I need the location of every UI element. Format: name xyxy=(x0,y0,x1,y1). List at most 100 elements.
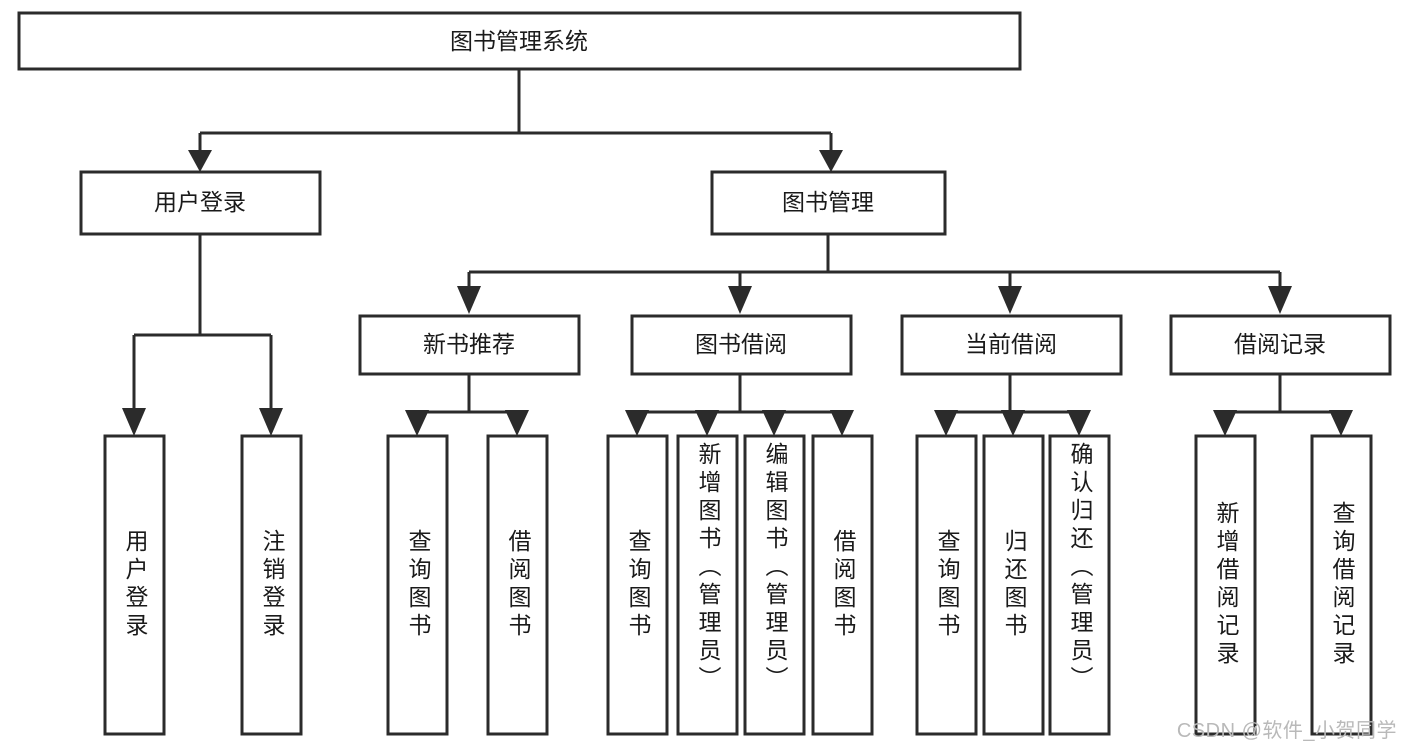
node-borrow-record-box[interactable] xyxy=(1169,314,1392,376)
node-leaf-query-book-2[interactable]: 查询图书 xyxy=(606,434,669,736)
node-new-book-rec-label: 新书推荐 xyxy=(423,331,515,357)
arrow-head-leaf-borrow-book-2 xyxy=(830,410,854,436)
node-leaf-add-book-box[interactable] xyxy=(676,434,739,736)
node-leaf-query-book-2-box[interactable] xyxy=(606,434,669,736)
node-leaf-borrow-book-2-label: 借阅图书 xyxy=(830,529,856,641)
node-root-label: 图书管理系统 xyxy=(450,28,588,54)
node-leaf-borrow-book-2-box[interactable] xyxy=(811,434,874,736)
node-user-login-label: 用户登录 xyxy=(154,189,246,215)
node-leaf-user-login-label: 用户登录 xyxy=(122,529,148,641)
node-leaf-return-book-box[interactable] xyxy=(982,434,1045,736)
connector-userlogin-bus xyxy=(132,235,273,410)
connector-root-bus xyxy=(198,70,833,155)
node-leaf-query-book-3[interactable]: 查询图书 xyxy=(915,434,978,736)
arrow-head-leaf-query-record xyxy=(1329,410,1353,436)
arrow-head-current-borrow xyxy=(998,286,1022,314)
node-leaf-logout-box[interactable] xyxy=(240,434,303,736)
node-book-manage[interactable]: 图书管理 xyxy=(710,170,947,236)
node-leaf-query-record-label: 查询借阅记录 xyxy=(1329,501,1355,669)
connector-group xyxy=(122,70,1353,436)
connector-borrowrecord-bus xyxy=(1223,374,1343,422)
node-leaf-query-record-box[interactable] xyxy=(1310,434,1373,736)
arrow-head-leaf-add-record xyxy=(1213,410,1237,436)
node-root-box[interactable] xyxy=(17,11,1022,71)
node-book-manage-label: 图书管理 xyxy=(782,189,874,215)
node-leaf-query-book-1-label: 查询图书 xyxy=(405,529,431,641)
connector-bookborrow-bus xyxy=(635,374,844,422)
node-leaf-query-record[interactable]: 查询借阅记录 xyxy=(1310,434,1373,736)
arrow-head-leaf-add-book xyxy=(695,410,719,436)
node-leaf-edit-book-text-wrap: 编辑图书（管理员） xyxy=(762,442,788,694)
node-leaf-return-book-label: 归还图书 xyxy=(1001,529,1027,641)
node-leaf-query-book-1-box[interactable] xyxy=(386,434,449,736)
node-leaf-confirm-return-text-wrap: 确认归还（管理员） xyxy=(1067,442,1093,694)
node-leaf-query-book-2-text-wrap: 查询图书 xyxy=(625,529,651,641)
arrow-head-leaf-query-book-3 xyxy=(934,410,958,436)
node-current-borrow-box[interactable] xyxy=(900,314,1123,376)
node-leaf-add-record-box[interactable] xyxy=(1194,434,1257,736)
node-leaf-confirm-return[interactable]: 确认归还（管理员） xyxy=(1048,434,1111,736)
node-leaf-return-book-text-wrap: 归还图书 xyxy=(1001,529,1027,641)
node-current-borrow[interactable]: 当前借阅 xyxy=(900,314,1123,376)
arrow-head-new-book-rec xyxy=(457,286,481,314)
node-leaf-query-record-text-wrap: 查询借阅记录 xyxy=(1329,501,1355,669)
arrow-head-leaf-confirm-return xyxy=(1067,410,1091,436)
node-book-manage-box[interactable] xyxy=(710,170,947,236)
arrow-head-leaf-query-book-2 xyxy=(625,410,649,436)
arrow-head-user-login xyxy=(188,150,212,172)
node-leaf-query-book-1[interactable]: 查询图书 xyxy=(386,434,449,736)
node-leaf-query-book-3-text-wrap: 查询图书 xyxy=(934,529,960,641)
node-user-login-box[interactable] xyxy=(79,170,322,236)
node-leaf-confirm-return-box[interactable] xyxy=(1048,434,1111,736)
node-leaf-query-book-3-label: 查询图书 xyxy=(934,529,960,641)
node-leaf-add-book-text-wrap: 新增图书（管理员） xyxy=(695,442,721,694)
node-book-borrow-label: 图书借阅 xyxy=(695,331,787,357)
node-leaf-add-record-label: 新增借阅记录 xyxy=(1213,501,1239,669)
node-book-borrow[interactable]: 图书借阅 xyxy=(630,314,853,376)
node-leaf-edit-book-label: 编辑图书（管理员） xyxy=(762,442,788,694)
node-new-book-rec[interactable]: 新书推荐 xyxy=(358,314,581,376)
node-leaf-add-record[interactable]: 新增借阅记录 xyxy=(1194,434,1257,736)
node-current-borrow-label: 当前借阅 xyxy=(965,331,1057,357)
arrow-head-leaf-return-book xyxy=(1001,410,1025,436)
node-leaf-edit-book[interactable]: 编辑图书（管理员） xyxy=(743,434,806,736)
node-borrow-record-label: 借阅记录 xyxy=(1234,331,1326,357)
node-leaf-query-book-1-text-wrap: 查询图书 xyxy=(405,529,431,641)
node-leaf-add-book-label: 新增图书（管理员） xyxy=(695,442,721,694)
node-leaf-user-login-text-wrap: 用户登录 xyxy=(122,529,148,641)
arrow-head-leaf-user-login xyxy=(122,408,146,436)
arrow-head-borrow-record xyxy=(1268,286,1292,314)
node-leaf-borrow-book-1-text-wrap: 借阅图书 xyxy=(505,529,531,641)
node-leaf-logout[interactable]: 注销登录 xyxy=(240,434,303,736)
node-leaf-confirm-return-label: 确认归还（管理员） xyxy=(1067,442,1093,694)
arrow-head-leaf-edit-book xyxy=(762,410,786,436)
node-leaf-add-book[interactable]: 新增图书（管理员） xyxy=(676,434,739,736)
node-leaf-edit-book-box[interactable] xyxy=(743,434,806,736)
node-user-login[interactable]: 用户登录 xyxy=(79,170,322,236)
node-borrow-record[interactable]: 借阅记录 xyxy=(1169,314,1392,376)
node-leaf-query-book-2-label: 查询图书 xyxy=(625,529,651,641)
node-leaf-user-login[interactable]: 用户登录 xyxy=(103,434,166,736)
node-leaf-query-book-3-box[interactable] xyxy=(915,434,978,736)
node-leaf-borrow-book-1-box[interactable] xyxy=(486,434,549,736)
node-leaf-borrow-book-2[interactable]: 借阅图书 xyxy=(811,434,874,736)
node-leaf-logout-label: 注销登录 xyxy=(259,529,285,641)
arrow-head-leaf-logout xyxy=(259,408,283,436)
node-leaf-return-book[interactable]: 归还图书 xyxy=(982,434,1045,736)
node-leaf-borrow-book-2-text-wrap: 借阅图书 xyxy=(830,529,856,641)
node-leaf-borrow-book-1-label: 借阅图书 xyxy=(505,529,531,641)
node-root[interactable]: 图书管理系统 xyxy=(17,11,1022,71)
connector-bookmanage-bus xyxy=(467,233,1282,288)
node-leaf-logout-text-wrap: 注销登录 xyxy=(259,529,285,641)
connector-newbook-bus xyxy=(415,374,519,422)
node-book-borrow-box[interactable] xyxy=(630,314,853,376)
node-leaf-user-login-box[interactable] xyxy=(103,434,166,736)
arrow-head-book-manage xyxy=(819,150,843,172)
node-new-book-rec-box[interactable] xyxy=(358,314,581,376)
node-leaf-borrow-book-1[interactable]: 借阅图书 xyxy=(486,434,549,736)
node-leaf-add-record-text-wrap: 新增借阅记录 xyxy=(1213,501,1239,669)
arrow-head-book-borrow xyxy=(728,286,752,314)
arrow-head-leaf-query-book-1 xyxy=(405,410,429,436)
